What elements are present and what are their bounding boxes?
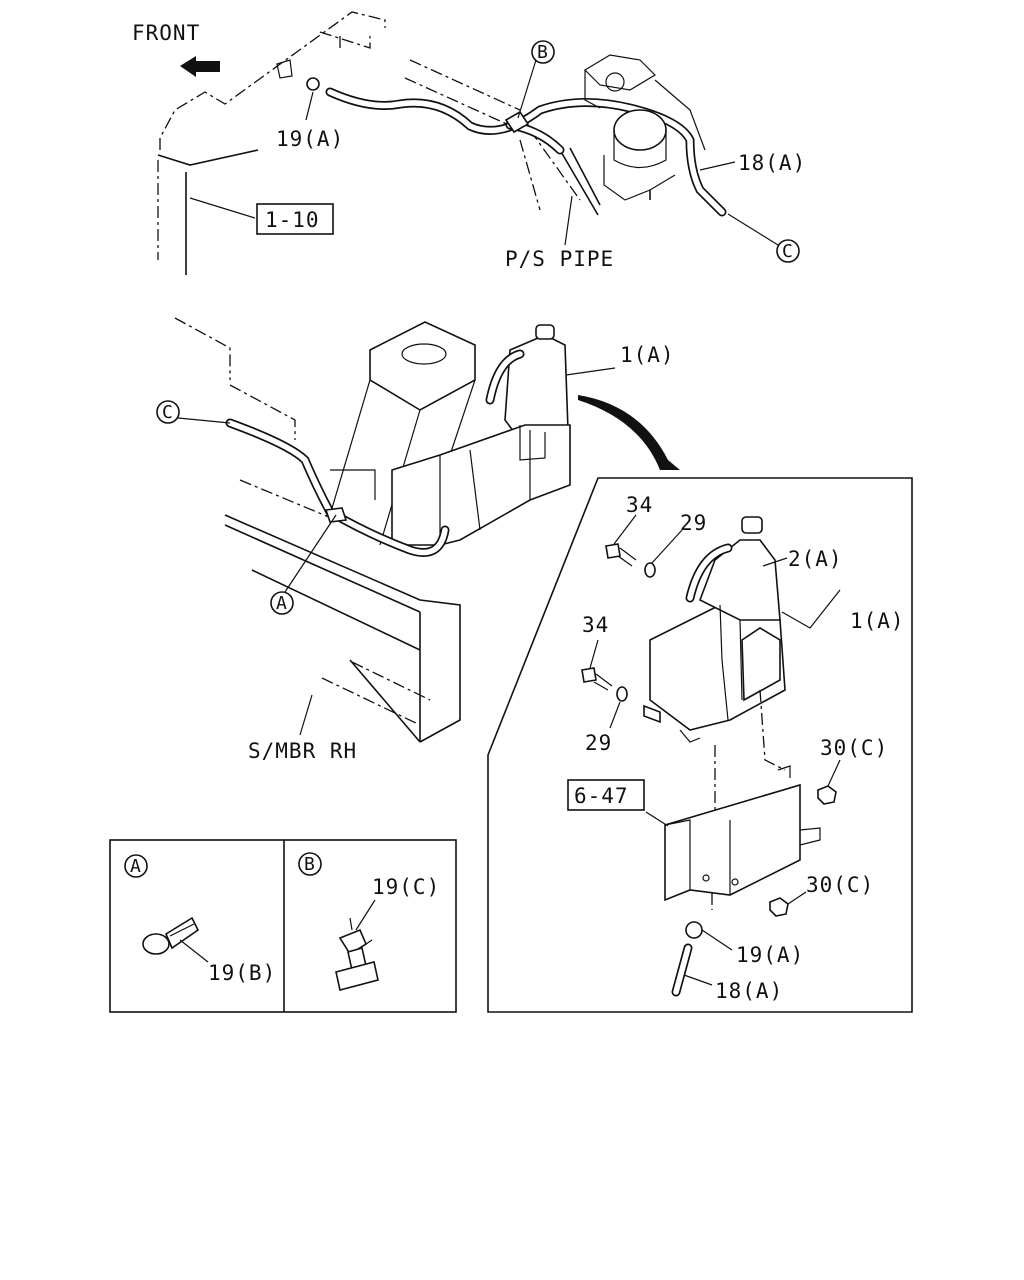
label-1a-detail: 1(A) [850, 609, 905, 633]
label-29-lower: 29 [585, 731, 612, 755]
top-section: FRONT 19(A) B [132, 11, 806, 275]
label-34-lower: 34 [582, 613, 609, 637]
smbr-rh-label: S/MBR RH [248, 739, 357, 763]
label-1a-mid: 1(A) [620, 343, 675, 367]
callout-a-mid [270, 591, 294, 615]
ref-1-10-text: 1-10 [265, 208, 320, 232]
detail-pointer-arrow-icon [578, 395, 680, 470]
detail-box: 34 29 34 29 2(A) 1(A) [487, 477, 913, 1013]
callout-b-top-text: B [537, 42, 548, 63]
inset-callout-b-text: B [304, 854, 315, 875]
middle-section: C A 1(A) S/MBR RH [156, 317, 680, 763]
label-19c: 19(C) [372, 875, 440, 899]
front-arrow-icon [180, 56, 220, 77]
label-30c-bottom: 30(C) [806, 873, 874, 897]
label-18a-top: 18(A) [738, 151, 806, 175]
label-29-top: 29 [680, 511, 707, 535]
callout-c-top-text: C [782, 241, 793, 262]
ref-6-47-text: 6-47 [574, 784, 629, 808]
label-19a-bottom: 19(A) [736, 943, 804, 967]
label-34-top: 34 [626, 493, 653, 517]
label-19a-top: 19(A) [276, 127, 344, 151]
inset-callout-a [124, 854, 148, 878]
callout-c-top [776, 239, 800, 263]
label-18a-bottom: 18(A) [715, 979, 783, 1003]
ref-box-1-10 [256, 203, 334, 235]
callout-b-top [531, 40, 555, 64]
callout-c-mid-text: C [162, 402, 173, 423]
callout-c-mid [156, 400, 180, 424]
inset-callout-a-text: A [130, 856, 141, 877]
inset-callout-b [298, 852, 322, 876]
inset-a-b: A 19(B) B 19(C) [109, 839, 457, 1013]
label-30c-top: 30(C) [820, 736, 888, 760]
label-19b: 19(B) [208, 961, 276, 985]
callout-a-mid-text: A [276, 593, 287, 614]
front-label: FRONT [132, 21, 200, 45]
label-2a: 2(A) [788, 547, 843, 571]
ps-pipe-label: P/S PIPE [505, 247, 614, 271]
ref-box-6-47 [567, 779, 645, 811]
